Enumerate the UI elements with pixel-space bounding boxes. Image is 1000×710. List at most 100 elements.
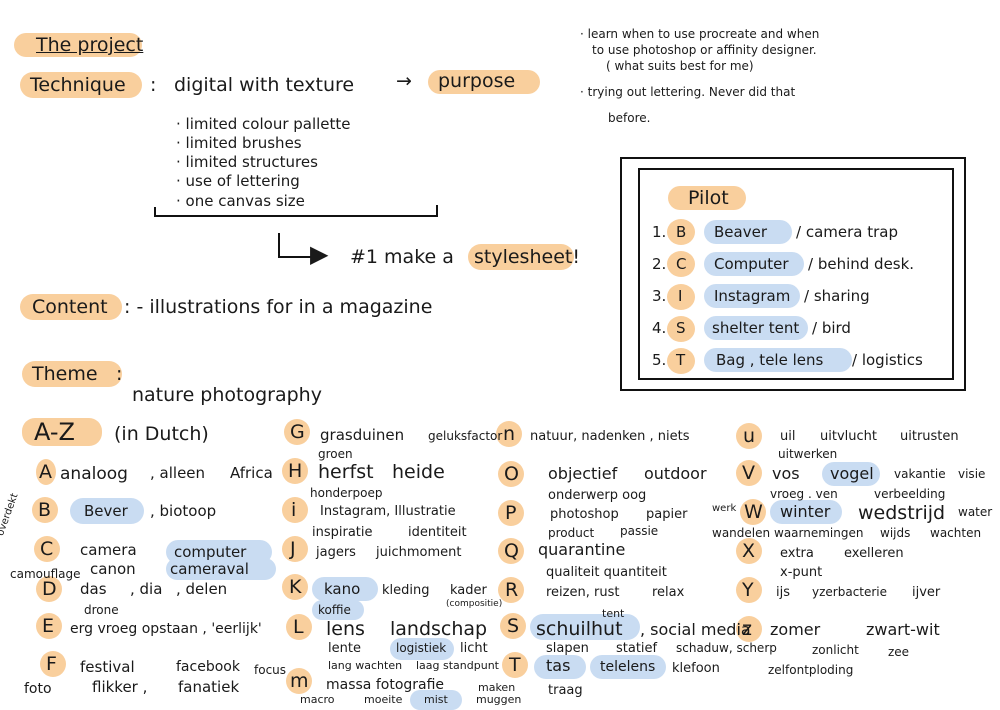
pilot-word-5: Bag , tele lens: [716, 351, 824, 369]
az-circle-s: [500, 613, 526, 639]
word-foto: foto: [24, 681, 52, 697]
word-zonlicht: zonlicht: [812, 643, 859, 657]
arrow-head-icon: ▶: [310, 240, 329, 268]
word-grasduinen: grasduinen: [320, 426, 405, 444]
bullet-3: · limited structures: [176, 153, 318, 171]
word-social-media: , social media: [640, 620, 751, 639]
az-letter-h: H: [288, 460, 303, 482]
az-letter-i: i: [291, 499, 297, 521]
word-fanatiek: fanatiek: [178, 678, 240, 696]
word-identiteit: identiteit: [408, 525, 467, 540]
content-label: Content: [32, 296, 108, 318]
purpose-label: purpose: [438, 70, 516, 92]
word-klefoon: klefoon: [672, 661, 720, 676]
word-lens: lens: [326, 618, 365, 640]
word-papier: papier: [646, 507, 688, 522]
highlight-a-z: [22, 418, 102, 446]
project-heading: The project: [36, 34, 144, 56]
az-letter-u: u: [743, 425, 756, 447]
az-letter-c: C: [40, 538, 54, 560]
pilot-word-3: Instagram: [714, 287, 791, 305]
pilot-letter-4: S: [676, 319, 686, 337]
hl-koffie: [312, 600, 364, 620]
word-water: water: [958, 505, 993, 519]
word-wandelen: wandelen: [712, 526, 771, 540]
pilot-rest-2: / behind desk.: [808, 255, 915, 273]
word-mist: mist: [424, 693, 448, 706]
az-circle-e: [36, 613, 62, 639]
pilot-outer-frame: [620, 157, 966, 391]
az-letter-p: P: [505, 502, 517, 524]
az-circle-d: [36, 576, 62, 602]
word-uitvlucht: uitvlucht: [820, 429, 877, 444]
az-circle-u: [736, 423, 762, 449]
word-tas: tas: [546, 656, 571, 675]
word-festival: festival: [80, 658, 135, 676]
word-jagers: jagers: [316, 545, 356, 560]
word-lang-wachten: lang wachten: [328, 659, 403, 672]
word-logistiek: logistiek: [396, 641, 447, 655]
pilot-circle-s: [667, 316, 695, 342]
word-zelfontploding: zelfontploding: [768, 663, 854, 677]
word-landschap: landschap: [390, 618, 488, 640]
pilot-rest-5: / logistics: [852, 351, 923, 369]
az-subtitle: (in Dutch): [114, 423, 209, 445]
az-letter-q: Q: [504, 540, 519, 562]
pilot-num-3: 3.: [652, 287, 667, 305]
word-herfst: herfst: [318, 461, 374, 483]
word-groen: groen: [318, 447, 353, 461]
word-wachten: wachten: [930, 526, 982, 540]
word-koffie: koffie: [318, 603, 351, 617]
word-objectief: objectief: [548, 464, 618, 483]
word-camera: camera: [80, 541, 137, 559]
word-photoshop: photoshop: [550, 507, 619, 522]
stylesheet-prefix: #1 make a: [350, 246, 454, 268]
hl-schuilhut: [530, 614, 640, 640]
az-circle-p: [498, 500, 524, 526]
bracket-left: [154, 207, 156, 217]
highlight-content: [20, 294, 122, 320]
word-honderpoep: honderpoep: [310, 486, 383, 500]
word-yzerbacterie: yzerbacterie: [812, 585, 888, 599]
az-circle-k: [282, 574, 308, 600]
bullet-4: · use of lettering: [176, 172, 300, 190]
highlight-stylesheet: [468, 244, 574, 270]
highlight-the-project: [14, 33, 142, 57]
bullet-5: · one canvas size: [176, 192, 305, 210]
az-circle-v: [736, 460, 762, 486]
pilot-word-2: Computer: [714, 255, 789, 273]
az-circle-b: [32, 497, 58, 523]
bracket-right: [436, 205, 438, 217]
az-letter-v: V: [742, 462, 755, 484]
az-circle-x: [736, 538, 762, 564]
note-1: · learn when to use procreate and when: [580, 27, 820, 41]
word-wedstrijd: wedstrijd: [858, 502, 946, 524]
note-4: · trying out lettering. Never did that: [580, 85, 796, 99]
arrow-vertical: [278, 233, 280, 257]
word-cameraval: cameraval: [170, 560, 249, 578]
az-letter-l: L: [293, 616, 304, 638]
az-letter-j: J: [290, 538, 296, 560]
word-slapen: slapen: [546, 641, 589, 656]
hl-vogel: [822, 462, 880, 486]
word-camouflage: camouflage: [10, 567, 81, 581]
word-vroeg: vroeg: [770, 487, 805, 501]
highlight-technique: [20, 72, 142, 98]
word-dia: , dia: [130, 580, 163, 598]
word-ven: . ven: [808, 487, 838, 501]
word-kleding: kleding: [382, 583, 430, 598]
hl-logistiek: [390, 638, 454, 660]
pilot-hl-computer: [704, 252, 804, 276]
az-letter-z: z: [742, 618, 752, 640]
pilot-letter-3: I: [678, 287, 683, 305]
word-muggen: muggen: [476, 693, 522, 706]
pilot-hl-instagram: [704, 284, 800, 308]
word-tent: tent: [602, 607, 625, 620]
word-facebook: facebook: [176, 659, 240, 675]
word-flikker: flikker ,: [92, 678, 148, 696]
hl-tas: [534, 655, 586, 679]
hl-cameraval: [166, 558, 276, 580]
word-compositie: (compositie): [446, 599, 503, 609]
az-circle-q: [498, 538, 524, 564]
highlight-theme: [22, 361, 122, 387]
